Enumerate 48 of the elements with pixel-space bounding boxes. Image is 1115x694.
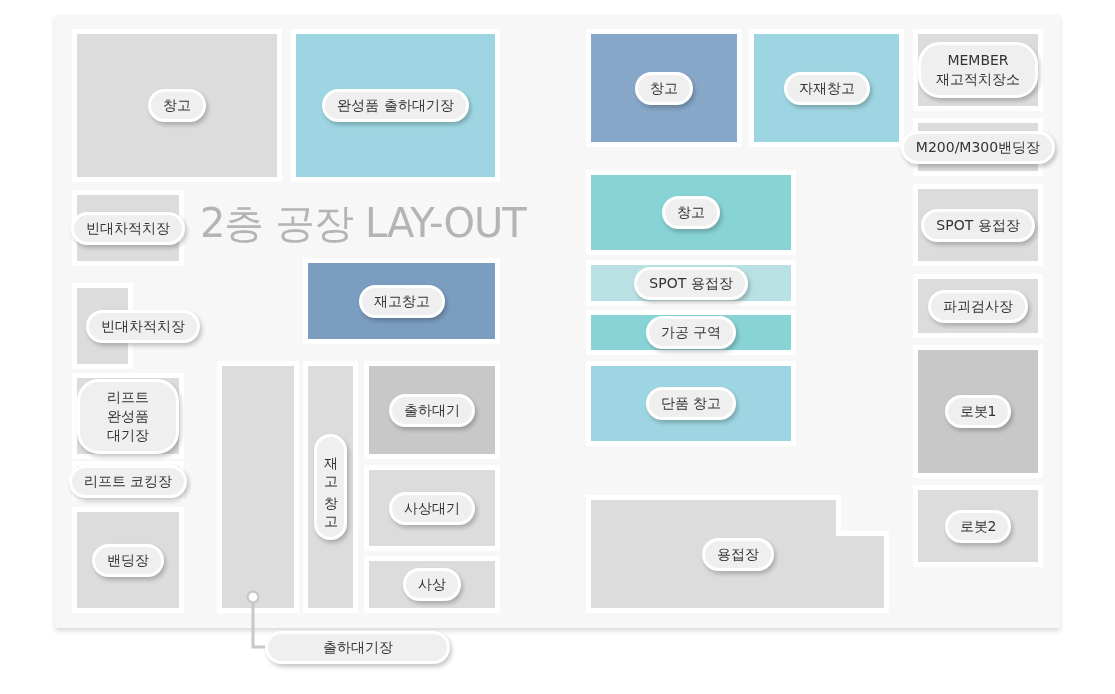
area-label: 가공 구역 — [645, 316, 737, 349]
area-label: 빈대차적치장 — [71, 211, 185, 245]
floor-area — [72, 190, 184, 266]
floor-area — [586, 260, 796, 306]
area-label: 밴딩장 — [92, 543, 164, 577]
floor-area — [364, 361, 500, 459]
area-label: 출하대기 — [389, 393, 475, 427]
area-label: 빈대차적치장 — [85, 309, 200, 343]
area-label: SPOT 용접장 — [634, 266, 748, 300]
floor-area — [913, 274, 1043, 338]
floor-area — [913, 485, 1043, 567]
area-label: 리프트 완성품 대기장 — [77, 378, 179, 454]
floor-area — [913, 184, 1043, 266]
floor-area — [303, 258, 500, 344]
area-label: 사상대기 — [389, 491, 475, 525]
floor-area — [364, 556, 500, 613]
area-label: 창고 — [635, 71, 693, 105]
floor-area — [364, 465, 500, 551]
area-label: SPOT 용접장 — [921, 208, 1035, 242]
area-label: 자재창고 — [783, 71, 870, 105]
floor-area — [72, 507, 184, 613]
area-label: 사상 — [403, 568, 461, 601]
area-label: 완성품 출하대기장 — [322, 89, 469, 122]
floor-area — [586, 310, 796, 355]
area-label: M200/M300밴딩장 — [900, 130, 1056, 164]
leader-line — [246, 590, 265, 649]
area-label: 파괴검사장 — [928, 289, 1028, 323]
area-label: MEMBER 재고적치장소 — [918, 42, 1038, 98]
floor-area — [291, 29, 500, 182]
floor-area — [586, 361, 796, 446]
area-label: 창고 — [148, 89, 206, 122]
floor-area — [217, 361, 299, 613]
title: 2층 공장 LAY-OUT — [200, 199, 526, 248]
floor-area — [586, 495, 889, 613]
floor-area — [913, 29, 1043, 111]
floor-area — [72, 29, 282, 182]
floor-area — [913, 345, 1043, 478]
area-label: 리프트 코킹장 — [68, 464, 188, 498]
floor-area — [303, 361, 358, 613]
area-label: 로봇1 — [944, 395, 1012, 428]
area-label: 재고창고 — [358, 284, 445, 318]
floor-area — [586, 29, 742, 147]
area-label: 재고창고 — [314, 434, 347, 540]
floor-area — [749, 29, 904, 147]
area-label: 창고 — [662, 196, 720, 229]
area-label: 로봇2 — [944, 509, 1012, 543]
floor-area — [586, 170, 796, 255]
area-label: 단품 창고 — [645, 387, 737, 420]
